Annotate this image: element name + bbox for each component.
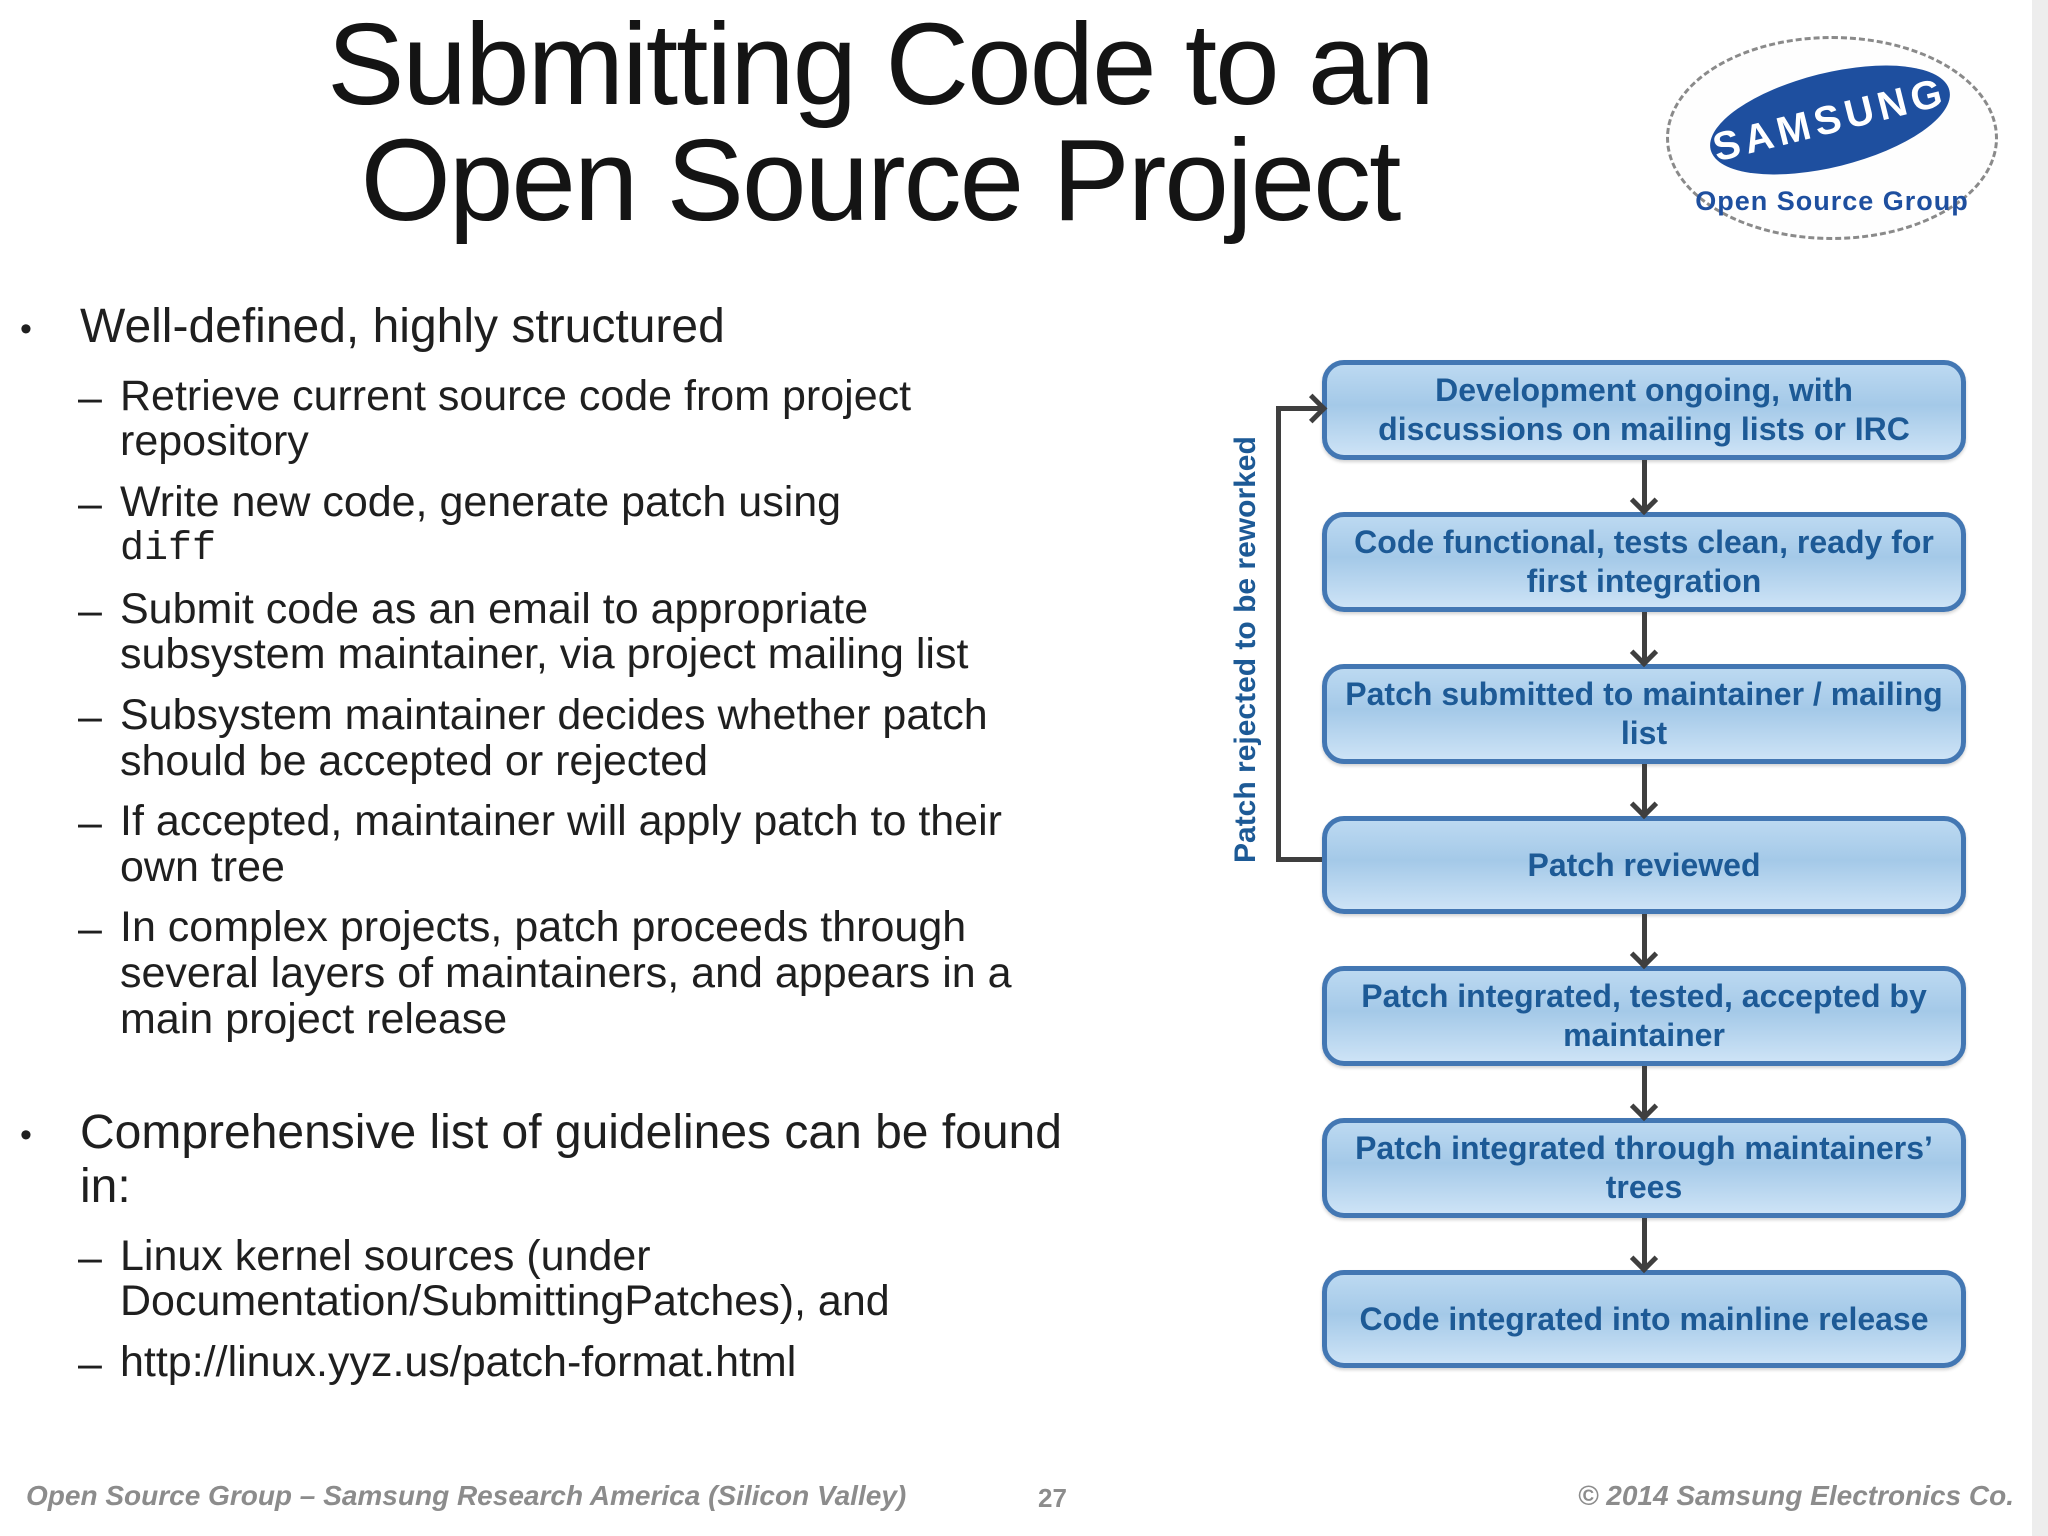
bullet-marker: • [20,1116,32,1155]
arrow-down-icon [1629,1093,1659,1122]
dash-marker: – [78,373,102,422]
bullet-1-sublist: – Retrieve current source code from proj… [78,371,1080,1042]
list-item: – http://linux.yyz.us/patch-format.html [78,1337,1080,1389]
dash-marker: – [78,479,102,528]
list-item: – Submit code as an email to appropriate… [78,584,1080,679]
list-item-text: Retrieve current source code from projec… [120,371,912,466]
flow-box-mainline-release: Code integrated into mainline release [1322,1270,1966,1369]
flow-arrow [1322,764,1966,820]
dash-marker: – [78,1339,102,1388]
samsung-wordmark: SAMSUNG [1708,69,1952,170]
arrow-stem [1641,460,1647,513]
flow-box-patch-integrated-tested: Patch integrated, tested, accepted by ma… [1322,966,1966,1067]
dash-marker: – [78,799,102,848]
dash-marker: – [78,586,102,635]
dash-marker: – [78,693,102,742]
arrow-stem [1641,1066,1647,1119]
arrow-stem [1641,914,1647,967]
list-item: – If accepted, maintainer will apply pat… [78,797,1080,891]
list-item-text: In complex projects, patch proceeds thro… [120,903,1012,1043]
arrow-down-icon [1629,638,1659,668]
arrow-stem [1641,764,1647,817]
list-item-text-part: Write new code, generate patch using [120,477,842,526]
list-item: – Subsystem maintainer decides whether p… [78,691,1080,785]
list-item: – Retrieve current source code from proj… [78,371,1080,466]
code-diff: diff [120,527,217,573]
page-number: 27 [1038,1483,1067,1513]
reject-loop-arrow [1276,406,1322,862]
flow-box-patch-reviewed: Patch reviewed [1322,816,1966,915]
bullet-2-sublist: – Linux kernel sources (under Documentat… [78,1231,1080,1389]
logo-subtitle: Open Source Group [1695,186,1969,216]
arrow-down-icon [1629,1245,1659,1274]
bullet-2-label: Comprehensive list of guidelines can be … [80,1106,1062,1213]
list-item-text: Subsystem maintainer decides whether pat… [120,691,988,785]
arrow-down-icon [1629,791,1659,820]
flowchart: Patch rejected to be reworked Developmen… [1229,360,1966,1369]
samsung-logo-ellipse-icon: SAMSUNG [1699,44,1961,196]
flow-box-development-ongoing: Development ongoing, with discussions on… [1322,360,1966,461]
list-item-text: If accepted, maintainer will apply patch… [120,797,1002,891]
flow-box-code-functional: Code functional, tests clean, ready for … [1322,512,1966,613]
bullet-content: • Well-defined, highly structured – Retr… [0,300,1080,1404]
page-title: Submitting Code to an Open Source Projec… [150,6,1610,238]
flow-box-patch-submitted: Patch submitted to maintainer / mailing … [1322,664,1966,765]
page-title-line-2: Open Source Project [360,115,1402,245]
flow-arrow [1322,460,1966,516]
arrow-stem [1641,612,1647,665]
samsung-osg-logo: SAMSUNG Open Source Group [1666,36,1998,240]
bullet-1: • Well-defined, highly structured [0,300,1080,354]
dash-marker: – [78,905,102,954]
scan-edge-strip [2032,0,2048,1536]
arrow-down-icon [1629,941,1659,970]
flow-arrow [1322,914,1966,970]
bullet-marker: • [20,310,32,348]
page-title-line-1: Submitting Code to an [327,0,1435,129]
flow-box-integrated-maintainers-trees: Patch integrated through maintainers’ tr… [1322,1118,1966,1219]
arrow-stem [1641,1218,1647,1271]
list-item: – Linux kernel sources (under Documentat… [78,1231,1080,1326]
bullet-2: • Comprehensive list of guidelines can b… [0,1106,1080,1214]
footer-copyright: © 2014 Samsung Electronics Co. [1577,1480,2014,1511]
dash-marker: – [78,1233,102,1282]
reject-loop-label: Patch rejected to be reworked [1229,436,1262,864]
patch-format-url[interactable]: http://linux.yyz.us/patch-format.html [120,1337,797,1386]
flow-arrow [1322,1218,1966,1274]
list-item-text: Submit code as an email to appropriate s… [120,584,969,679]
flow-arrow [1322,612,1966,668]
list-item-text: Linux kernel sources (under Documentatio… [120,1231,890,1326]
footer-attribution: Open Source Group – Samsung Research Ame… [26,1480,907,1511]
flow-arrow [1322,1066,1966,1122]
arrow-down-icon [1629,486,1659,516]
bullet-1-label: Well-defined, highly structured [80,300,725,353]
list-item: – In complex projects, patch proceeds th… [78,905,1080,1042]
